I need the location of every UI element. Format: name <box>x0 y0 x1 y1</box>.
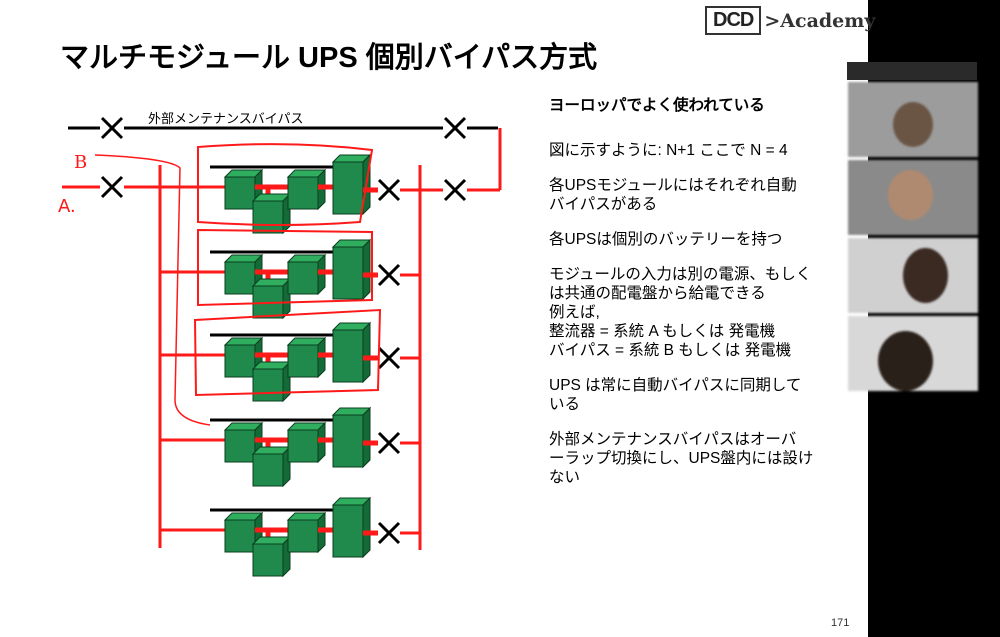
slide: マルチモジュール UPS 個別バイパス方式 DCD >Academy B A. 外… <box>0 0 875 637</box>
rectifier-block <box>223 336 264 379</box>
inverter-block <box>286 253 327 296</box>
participant-video[interactable] <box>848 82 978 157</box>
bullet-4: モジュールの入力は別の電源、もしく は共通の配電盤から給電できる 例えば, 整流… <box>549 266 812 359</box>
bullet-list: ヨーロッパでよく使われている 図に示すように: N+1 ここで N = 4 各U… <box>549 96 859 503</box>
battery-block <box>251 192 292 235</box>
annotation-a: A. <box>58 196 76 217</box>
bullet-6: 外部メンテナンスバイパスはオーバ ーラップ切換にし、UPS盤内には設け ない <box>549 431 814 486</box>
battery-block <box>251 277 292 320</box>
inverter-block <box>286 511 327 554</box>
breaker-icon <box>443 178 467 202</box>
rectifier-block <box>223 421 264 464</box>
annotation-stroke <box>94 154 211 426</box>
static-switch-block <box>331 496 372 559</box>
breaker-icon <box>100 175 124 199</box>
ups-diagram: B A. <box>58 116 502 578</box>
breaker-icon <box>443 116 467 140</box>
breaker-icon <box>100 116 124 140</box>
bypass-label: 外部メンテナンスバイパス <box>148 111 304 126</box>
battery-block <box>251 535 292 578</box>
static-switch-block <box>331 321 372 384</box>
bullet-1: 図に示すように: N+1 ここで N = 4 <box>549 142 788 159</box>
annotation-box <box>197 228 373 307</box>
annotation-box <box>197 143 374 226</box>
battery-block <box>251 445 292 488</box>
breaker-icon <box>377 263 401 287</box>
static-switch-block <box>331 238 372 301</box>
inverter-block <box>286 421 327 464</box>
bullet-3: 各UPSは個別のバッテリーを持つ <box>549 231 783 248</box>
bullet-0: ヨーロッパでよく使われている <box>549 97 765 114</box>
breaker-icon <box>377 521 401 545</box>
inverter-block <box>286 168 327 211</box>
video-toolbar[interactable] <box>847 62 977 80</box>
dcd-academy-logo: DCD >Academy <box>705 6 875 35</box>
annotation-b: B <box>74 152 87 173</box>
slide-title: マルチモジュール UPS 個別バイパス方式 <box>60 42 598 74</box>
breaker-icon <box>377 431 401 455</box>
bullet-5: UPS は常に自動バイパスに同期して いる <box>549 377 802 413</box>
page-number: 171 <box>831 617 850 629</box>
battery-block <box>251 360 292 403</box>
annotation-box <box>193 308 382 397</box>
logo-brand: DCD <box>705 6 762 35</box>
static-switch-block <box>331 153 372 216</box>
video-participants-panel <box>840 60 1000 425</box>
rectifier-block <box>223 511 264 554</box>
participant-video[interactable] <box>848 238 978 313</box>
breaker-icon <box>377 346 401 370</box>
participant-video[interactable] <box>848 316 978 391</box>
static-switch-block <box>331 406 372 469</box>
logo-suffix: >Academy <box>764 9 876 32</box>
participant-video[interactable] <box>848 160 978 235</box>
breaker-icon <box>377 178 401 202</box>
bullet-2: 各UPSモジュールにはそれぞれ自動 バイパスがある <box>549 177 797 213</box>
